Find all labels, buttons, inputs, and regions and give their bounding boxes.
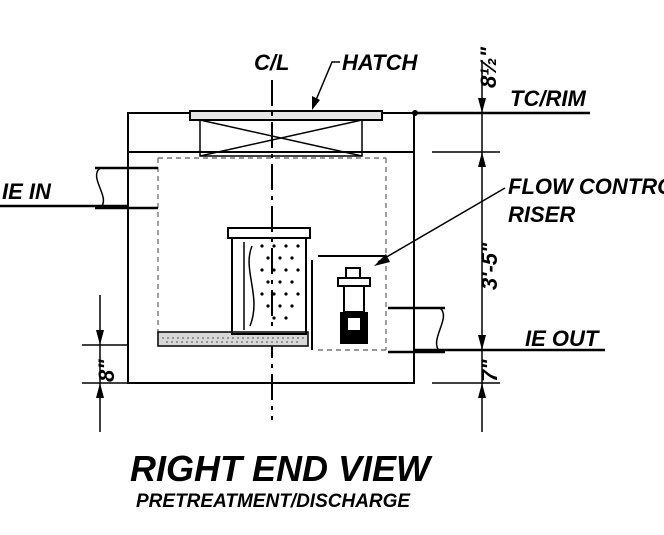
inlet-pipe: [95, 166, 158, 210]
label-hatch: HATCH: [342, 50, 418, 75]
cartridge-inner: [243, 242, 255, 330]
label-cl: C/L: [254, 50, 289, 75]
flow-control-device: [337, 267, 371, 344]
hatch-leader: [315, 61, 340, 101]
dim-arrow-mid-2: [478, 383, 486, 398]
dim-arrow-mid-1: [478, 335, 486, 350]
riser-wall: [311, 255, 386, 350]
title-sub: PRETREATMENT/DISCHARGE: [136, 491, 411, 512]
cartridge-perforations: [260, 244, 300, 320]
label-dim-top: 8½": [476, 46, 501, 88]
label-dim-bottom-left: 8": [94, 359, 119, 382]
flow-control-arrow: [374, 254, 390, 266]
hatch-lid: [189, 110, 383, 121]
outlet-pipe-end: [435, 307, 445, 353]
cartridge-body: [231, 237, 307, 335]
label-riser: RISER: [508, 202, 575, 227]
title-main: RIGHT END VIEW: [130, 448, 433, 489]
dim-arrow-top-2: [478, 152, 486, 167]
hatch-cross: [199, 119, 363, 157]
label-dim-mid: 3'-5": [477, 242, 502, 290]
label-ie-out: IE OUT: [525, 326, 600, 351]
dim-ticks-right: [432, 151, 500, 384]
outlet-pipe: [388, 306, 445, 354]
tc-rim-point: [412, 110, 418, 116]
slab-texture: [162, 337, 304, 343]
cartridge-cap: [227, 227, 311, 239]
hatch-leader-arrow: [312, 96, 320, 110]
flow-control-leader: [377, 187, 506, 263]
hatch-frame: [199, 119, 363, 157]
dim-arrow-left-2: [96, 383, 104, 398]
dim-arrow-left-1: [96, 330, 104, 345]
inlet-pipe-end: [95, 167, 105, 209]
label-ie-in: IE IN: [2, 179, 52, 204]
label-dim-bottom-right: 7": [477, 359, 502, 382]
label-flow-control: FLOW CONTROL: [508, 174, 664, 199]
label-tc-rim: TC/RIM: [510, 86, 586, 111]
dim-ticks-left: [82, 344, 128, 384]
dim-arrow-top-1: [478, 98, 486, 113]
inner-wall-hidden: [157, 158, 387, 350]
